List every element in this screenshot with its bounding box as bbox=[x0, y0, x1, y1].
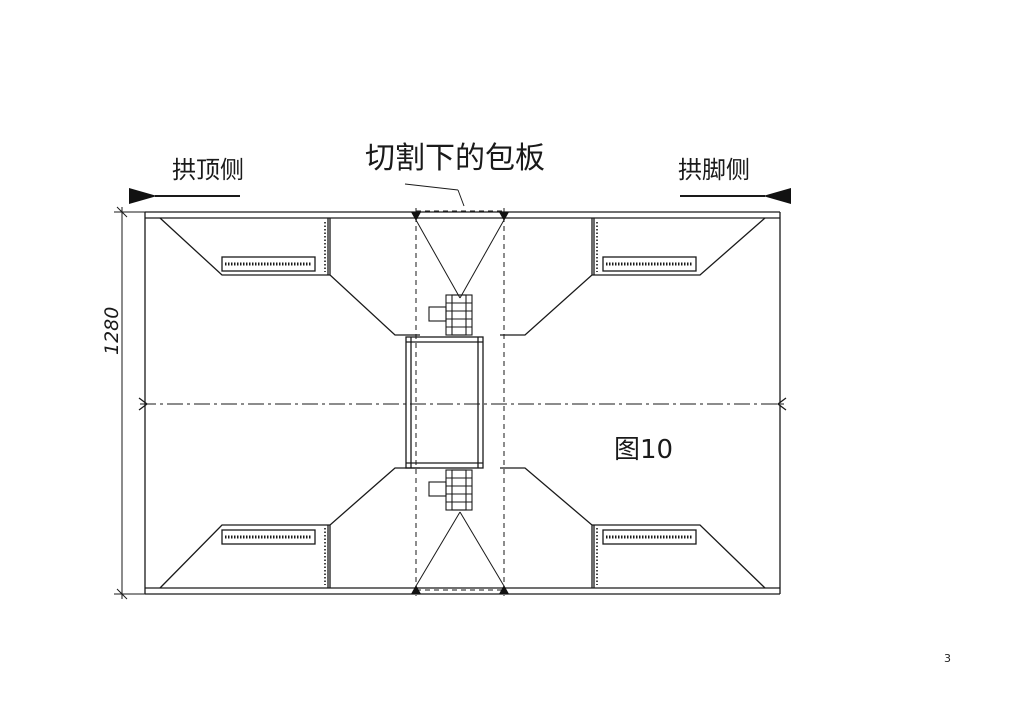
stiffener-top-right bbox=[602, 256, 697, 272]
title-leader-tip bbox=[457, 189, 465, 207]
dimension-value: 1280 bbox=[101, 307, 123, 355]
weld-ticks bbox=[324, 222, 598, 585]
title-leader bbox=[404, 183, 459, 191]
bolt-assembly-bottom bbox=[428, 469, 473, 511]
dimension-line bbox=[114, 206, 145, 600]
inner-diagonals bbox=[415, 219, 505, 587]
cut-zone-lines bbox=[415, 208, 505, 596]
stiffener-bottom-left bbox=[221, 529, 316, 545]
bolt-assembly-top bbox=[428, 294, 473, 336]
page-number: 3 bbox=[944, 652, 951, 665]
figure-label: 图10 bbox=[614, 435, 673, 465]
gusset-top-left bbox=[159, 217, 420, 336]
stiffener-top-left bbox=[221, 256, 316, 272]
stiffener-bottom-right bbox=[602, 529, 697, 545]
center-splice-plate bbox=[405, 336, 484, 469]
gusset-top-right bbox=[500, 217, 766, 336]
right-side-label: 拱脚侧 bbox=[678, 156, 750, 184]
cut-plate-title: 切割下的包板 bbox=[365, 141, 545, 176]
gusset-bottom-left bbox=[159, 467, 420, 589]
gusset-bottom-right bbox=[500, 467, 766, 589]
cut-markers bbox=[411, 212, 509, 594]
left-side-label: 拱顶侧 bbox=[172, 156, 244, 184]
